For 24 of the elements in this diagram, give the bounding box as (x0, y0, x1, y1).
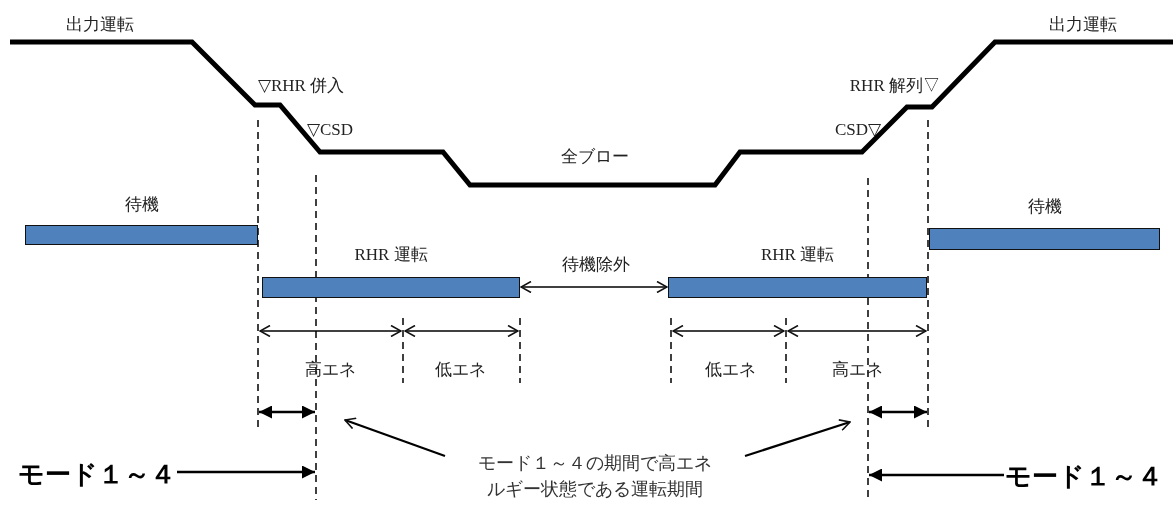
bar-heading: RHR 運転 (759, 245, 836, 265)
event-label: RHR 解列▽ (849, 76, 940, 96)
arrow (177, 465, 315, 479)
arrow (744, 419, 851, 458)
bar-heading: 待機 (123, 195, 160, 215)
curve-label: 出力運転 (66, 15, 134, 35)
event-label: CSD▽ (834, 120, 881, 140)
arrow (344, 417, 446, 458)
edge-label: 待機除外 (560, 255, 632, 275)
dimension-label: 低エネ (434, 360, 486, 380)
curve-label: 出力運転 (1049, 15, 1117, 35)
dimension-label: 高エネ (831, 360, 883, 380)
callout-text: モード１～４の期間で高エネルギー状態である運転期間 (445, 450, 745, 503)
event-label: ▽RHR 併入 (258, 76, 345, 96)
curve-label: 全ブロー (561, 147, 629, 167)
arrow (869, 468, 1004, 482)
bar-heading: RHR 運転 (353, 245, 429, 265)
dimension-label: 低エネ (704, 360, 756, 380)
dimension-label: 高エネ (304, 360, 356, 380)
arrow (520, 280, 668, 294)
mode-label: モード１～４ (18, 456, 176, 494)
bar-heading: 待機 (1026, 197, 1063, 217)
mode-label: モード１～４ (1005, 458, 1163, 496)
event-label: ▽CSD (307, 120, 354, 140)
